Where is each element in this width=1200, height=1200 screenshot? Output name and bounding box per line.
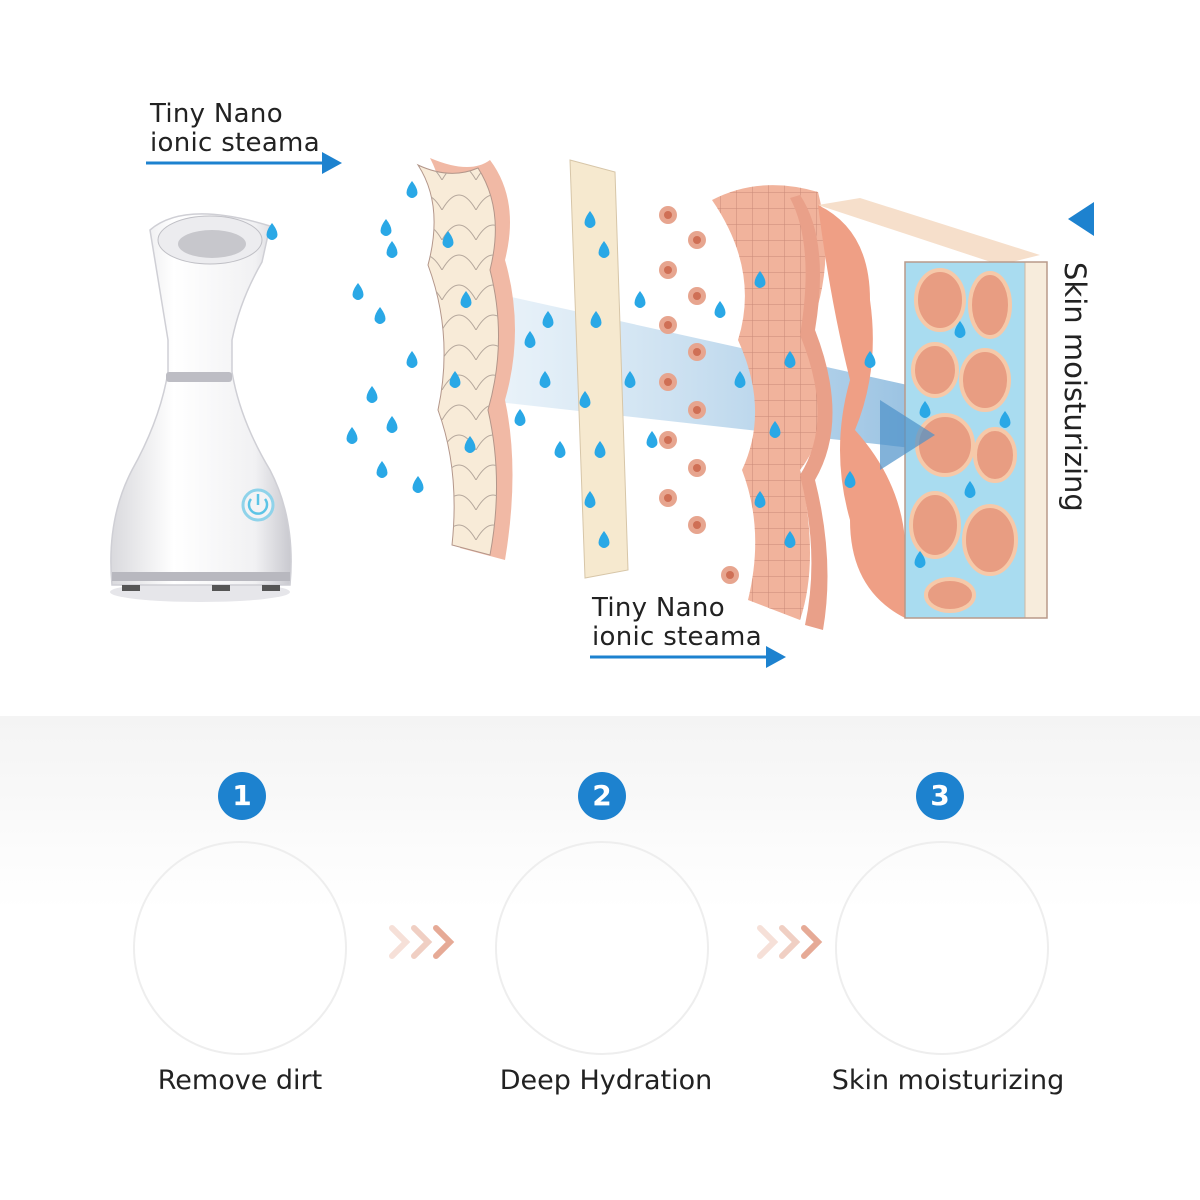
- skin-layer-outer: [416, 158, 515, 560]
- caption-tiny-nano-bottom: Tiny Nano ionic steama: [592, 594, 762, 652]
- step-2-illustration: [482, 828, 722, 1068]
- arrow-left-icon: [1068, 202, 1094, 236]
- step-2-badge: 2: [578, 772, 626, 820]
- skin-layer-dermis: [712, 185, 833, 630]
- caption-tiny-nano-left: Tiny Nano ionic steama: [150, 100, 320, 158]
- skin-layers-illustration: [110, 152, 1094, 668]
- arrow-right-icon: [146, 152, 342, 174]
- step-3-illustration: [822, 828, 1062, 1068]
- facial-steamer-device: [110, 213, 292, 602]
- step-3-label: Skin moisturizing: [831, 1065, 1065, 1096]
- caption-line-1: Tiny Nano: [592, 593, 725, 623]
- skin-layer-deep-block: [818, 198, 1048, 619]
- chevron-right-icon: [389, 925, 455, 959]
- skin-layer-membrane: [569, 159, 629, 579]
- side-label-skin-moisturizing: Skin moisturizing: [1058, 262, 1092, 512]
- step-1-label: Remove dirt: [157, 1065, 323, 1096]
- caption-line-2: ionic steama: [592, 622, 762, 652]
- chevron-right-icon: [757, 925, 823, 959]
- step-1-illustration: [120, 828, 360, 1068]
- step-3-badge: 3: [916, 772, 964, 820]
- step-2-label: Deep Hydration: [499, 1065, 713, 1096]
- caption-line-1: Tiny Nano: [150, 99, 283, 129]
- step-1-badge: 1: [218, 772, 266, 820]
- arrow-right-icon: [590, 646, 786, 668]
- caption-line-2: ionic steama: [150, 128, 320, 158]
